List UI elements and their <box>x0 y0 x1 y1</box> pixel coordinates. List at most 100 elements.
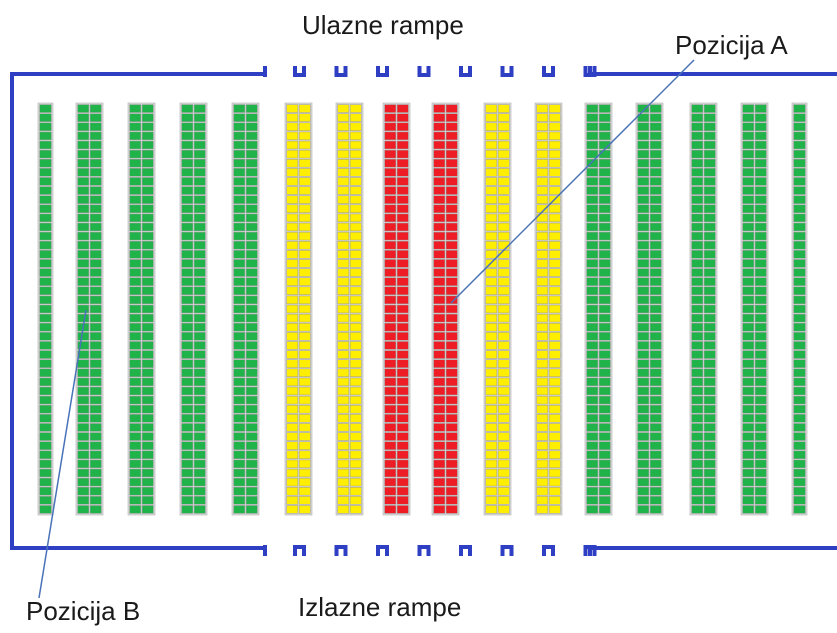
storage-cell <box>445 159 458 168</box>
storage-cell <box>337 113 350 122</box>
storage-cell <box>396 222 409 232</box>
storage-cell <box>598 341 611 350</box>
storage-cell <box>742 505 755 514</box>
storage-cell <box>298 496 311 505</box>
storage-cell <box>754 149 767 159</box>
storage-cell <box>129 259 142 268</box>
storage-cell <box>793 159 806 168</box>
storage-cell <box>586 241 599 250</box>
storage-cell <box>384 350 397 359</box>
storage-cell <box>298 386 311 396</box>
storage-cell <box>703 204 716 213</box>
storage-cell <box>754 241 767 250</box>
storage-cell <box>536 149 549 159</box>
storage-cell <box>337 313 350 323</box>
storage-cell <box>548 131 561 141</box>
storage-cell <box>89 168 102 177</box>
storage-cell <box>384 441 397 450</box>
storage-cell <box>793 313 806 323</box>
inbound-ramp <box>542 66 555 77</box>
storage-cell <box>181 368 194 377</box>
storage-cell <box>793 195 806 204</box>
storage-cell <box>384 405 397 414</box>
storage-cell <box>691 313 704 323</box>
storage-cell <box>703 505 716 514</box>
storage-cell <box>485 313 498 323</box>
storage-cell <box>485 204 498 213</box>
storage-cell <box>181 459 194 469</box>
storage-cell <box>793 395 806 405</box>
storage-cell <box>485 414 498 423</box>
storage-cell <box>548 250 561 259</box>
storage-cell <box>485 423 498 432</box>
storage-cell <box>89 159 102 168</box>
storage-cell <box>754 386 767 396</box>
storage-cell <box>536 231 549 241</box>
storage-cell <box>141 259 154 268</box>
storage-cell <box>141 295 154 305</box>
storage-cell <box>548 359 561 368</box>
storage-cell <box>598 477 611 487</box>
storage-cell <box>245 250 258 259</box>
storage-cell <box>77 195 90 204</box>
storage-cell <box>349 213 362 223</box>
storage-cell <box>396 332 409 341</box>
storage-cell <box>337 432 350 441</box>
storage-cell <box>337 131 350 141</box>
storage-cell <box>433 313 446 323</box>
storage-cell <box>193 332 206 341</box>
storage-cell <box>598 350 611 359</box>
storage-cell <box>77 359 90 368</box>
storage-cell <box>396 259 409 268</box>
storage-cell <box>598 250 611 259</box>
storage-cell <box>637 386 650 396</box>
storage-cell <box>754 286 767 295</box>
storage-cell <box>298 359 311 368</box>
storage-cell <box>497 459 510 469</box>
storage-cell <box>141 323 154 332</box>
storage-cell <box>181 195 194 204</box>
storage-cell <box>649 140 662 150</box>
storage-cell <box>691 359 704 368</box>
storage-cell <box>754 113 767 122</box>
storage-cell <box>649 250 662 259</box>
storage-cell <box>286 122 299 131</box>
storage-cell <box>703 414 716 423</box>
storage-cell <box>754 323 767 332</box>
storage-cell <box>649 359 662 368</box>
storage-cell <box>754 341 767 350</box>
storage-cell <box>742 423 755 432</box>
storage-cell <box>286 304 299 314</box>
storage-cell <box>637 140 650 150</box>
storage-cell <box>233 295 246 305</box>
storage-cell <box>245 423 258 432</box>
storage-cell <box>742 149 755 159</box>
storage-cell <box>245 113 258 122</box>
storage-cell <box>129 186 142 195</box>
storage-cell <box>39 405 52 414</box>
storage-cell <box>598 131 611 141</box>
storage-cell <box>649 350 662 359</box>
storage-cell <box>637 459 650 469</box>
storage-cell <box>485 122 498 131</box>
storage-cell <box>536 395 549 405</box>
storage-cell <box>548 405 561 414</box>
storage-cell <box>649 131 662 141</box>
storage-cell <box>384 377 397 387</box>
storage-cell <box>536 341 549 350</box>
storage-cell <box>497 259 510 268</box>
storage-cell <box>141 368 154 377</box>
storage-cell <box>485 468 498 478</box>
storage-cell <box>485 159 498 168</box>
storage-cell <box>193 487 206 496</box>
storage-cell <box>77 168 90 177</box>
storage-cell <box>193 432 206 441</box>
storage-cell <box>649 268 662 277</box>
storage-cell <box>181 231 194 241</box>
storage-cell <box>181 323 194 332</box>
storage-cell <box>245 405 258 414</box>
storage-cell <box>497 405 510 414</box>
storage-cell <box>548 104 561 113</box>
storage-cell <box>245 496 258 505</box>
storage-cell <box>181 259 194 268</box>
